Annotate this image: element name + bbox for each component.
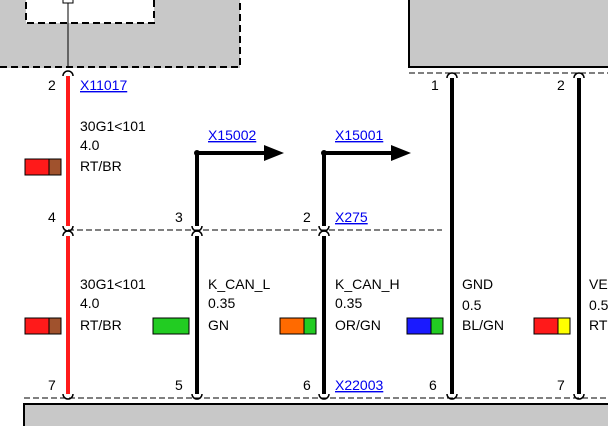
swatch-secondary (557, 317, 571, 335)
pin-number: 4 (48, 209, 56, 225)
wire-signal-label: GND (462, 276, 493, 292)
wire-k-can-h (318, 145, 411, 400)
top-left-component (0, 0, 241, 68)
wire-size-label: 0.35 (208, 295, 235, 311)
wire-gnd (446, 72, 458, 400)
pin-number: 6 (303, 377, 311, 393)
wire-size-label: 4.0 (80, 137, 100, 153)
swatch-rt-br-lower (24, 317, 62, 335)
wire-size-label: 0.35 (335, 295, 362, 311)
wire-signal-label: VE (589, 276, 608, 292)
wire-color-label: RT/BR (80, 317, 122, 333)
pin-number: 7 (48, 377, 56, 393)
connector-link-x15002[interactable]: X15002 (208, 127, 256, 143)
wire-color-label: OR/GN (335, 317, 381, 333)
swatch-primary (406, 317, 432, 335)
wire-color-label: BL/GN (462, 317, 504, 333)
swatch-gn (152, 317, 190, 335)
connector-link-x15001[interactable]: X15001 (335, 127, 383, 143)
swatch-secondary (48, 317, 62, 335)
wire-30g1 (62, 70, 74, 400)
swatch-bl-gn (406, 317, 444, 335)
pin-number: 5 (175, 377, 183, 393)
wire-color-label: RT (589, 317, 608, 333)
swatch-secondary (48, 158, 62, 176)
pin-number: 2 (557, 77, 565, 93)
bottom-component (23, 403, 608, 426)
wire-signal-label: K_CAN_L (208, 276, 270, 292)
pin-number: 2 (303, 209, 311, 225)
wire-signal-label: 30G1<101 (80, 118, 146, 134)
wire-k-can-l (191, 145, 284, 400)
swatch-rt (533, 317, 571, 335)
swatch-secondary (303, 317, 317, 335)
connector-link-x11017[interactable]: X11017 (80, 77, 127, 93)
wire-size-label: 0.5 (462, 297, 482, 313)
pin-number: 3 (175, 209, 183, 225)
swatch-primary (24, 317, 50, 335)
top-right-component (408, 0, 608, 68)
wire-color-label: RT/BR (80, 158, 122, 174)
wire-signal-label: K_CAN_H (335, 276, 400, 292)
wire-signal-label: 30G1<101 (80, 276, 146, 292)
pin-number: 2 (48, 77, 56, 93)
wire-color-label: GN (208, 317, 229, 333)
swatch-or-gn (279, 317, 317, 335)
pin-number: 7 (557, 377, 565, 393)
swatch-secondary (430, 317, 444, 335)
wire-ve (573, 72, 585, 400)
swatch-rt-br-upper (24, 158, 62, 176)
wire-size-label: 4.0 (80, 295, 100, 311)
swatch-primary (152, 317, 190, 335)
connector-link-x22003[interactable]: X22003 (335, 377, 383, 393)
swatch-primary (533, 317, 559, 335)
swatch-primary (24, 158, 50, 176)
pin-number: 6 (429, 377, 437, 393)
wire-size-label: 0.5 (589, 297, 608, 313)
pin-number: 1 (431, 77, 439, 93)
swatch-primary (279, 317, 305, 335)
connector-link-x275[interactable]: X275 (335, 209, 368, 225)
